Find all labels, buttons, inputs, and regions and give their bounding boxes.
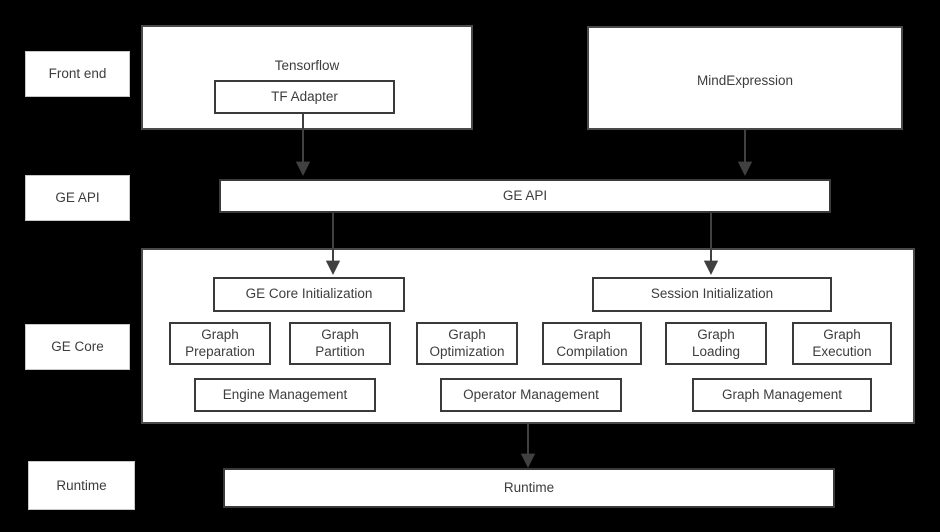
mindexpression-container[interactable]: MindExpression	[587, 26, 903, 130]
ge-core-initialization-label: GE Core Initialization	[245, 286, 373, 302]
tensorflow-container[interactable]: Tensorflow TF Adapter	[141, 25, 473, 130]
graph-loading-box[interactable]: Graph Loading	[665, 322, 767, 365]
ge-core-initialization-box[interactable]: GE Core Initialization	[213, 277, 405, 312]
graph-partition-label: Graph Partition	[315, 327, 365, 359]
layer-label-ge-core: GE Core	[25, 324, 130, 370]
operator-management-label: Operator Management	[463, 386, 599, 402]
graph-management-label: Graph Management	[721, 386, 843, 402]
session-initialization-label: Session Initialization	[650, 286, 774, 302]
graph-management-box[interactable]: Graph Management	[692, 378, 872, 412]
graph-preparation-box[interactable]: Graph Preparation	[169, 322, 271, 365]
ge-api-bar[interactable]: GE API	[219, 179, 831, 213]
graph-optimization-label: Graph Optimization	[429, 327, 505, 359]
session-initialization-box[interactable]: Session Initialization	[592, 277, 832, 312]
layer-label-text: Front end	[48, 66, 107, 82]
graph-preparation-label: Graph Preparation	[185, 327, 255, 359]
tf-adapter-box[interactable]: TF Adapter	[214, 80, 395, 114]
layer-label-front-end: Front end	[25, 51, 130, 97]
layer-label-text: GE Core	[51, 339, 104, 355]
engine-management-label: Engine Management	[222, 386, 348, 402]
graph-partition-box[interactable]: Graph Partition	[289, 322, 391, 365]
graph-execution-label: Graph Execution	[812, 327, 872, 359]
mindexpression-title: MindExpression	[696, 73, 794, 88]
layer-label-text: Runtime	[56, 477, 107, 493]
ge-api-bar-label: GE API	[502, 188, 548, 204]
graph-optimization-box[interactable]: Graph Optimization	[416, 322, 518, 365]
layer-label-runtime: Runtime	[28, 461, 135, 510]
operator-management-box[interactable]: Operator Management	[440, 378, 622, 412]
graph-compilation-label: Graph Compilation	[556, 327, 628, 359]
graph-compilation-box[interactable]: Graph Compilation	[542, 322, 642, 365]
tensorflow-title: Tensorflow	[274, 58, 340, 73]
layer-label-text: GE API	[55, 190, 100, 206]
ge-core-container: GE Core Initialization Session Initializ…	[141, 248, 915, 424]
layer-label-ge-api: GE API	[25, 175, 130, 221]
tf-adapter-label: TF Adapter	[271, 88, 338, 104]
engine-management-box[interactable]: Engine Management	[194, 378, 376, 412]
runtime-bar[interactable]: Runtime	[223, 468, 835, 508]
graph-loading-label: Graph Loading	[691, 327, 741, 359]
runtime-bar-label: Runtime	[503, 480, 555, 496]
graph-execution-box[interactable]: Graph Execution	[792, 322, 892, 365]
